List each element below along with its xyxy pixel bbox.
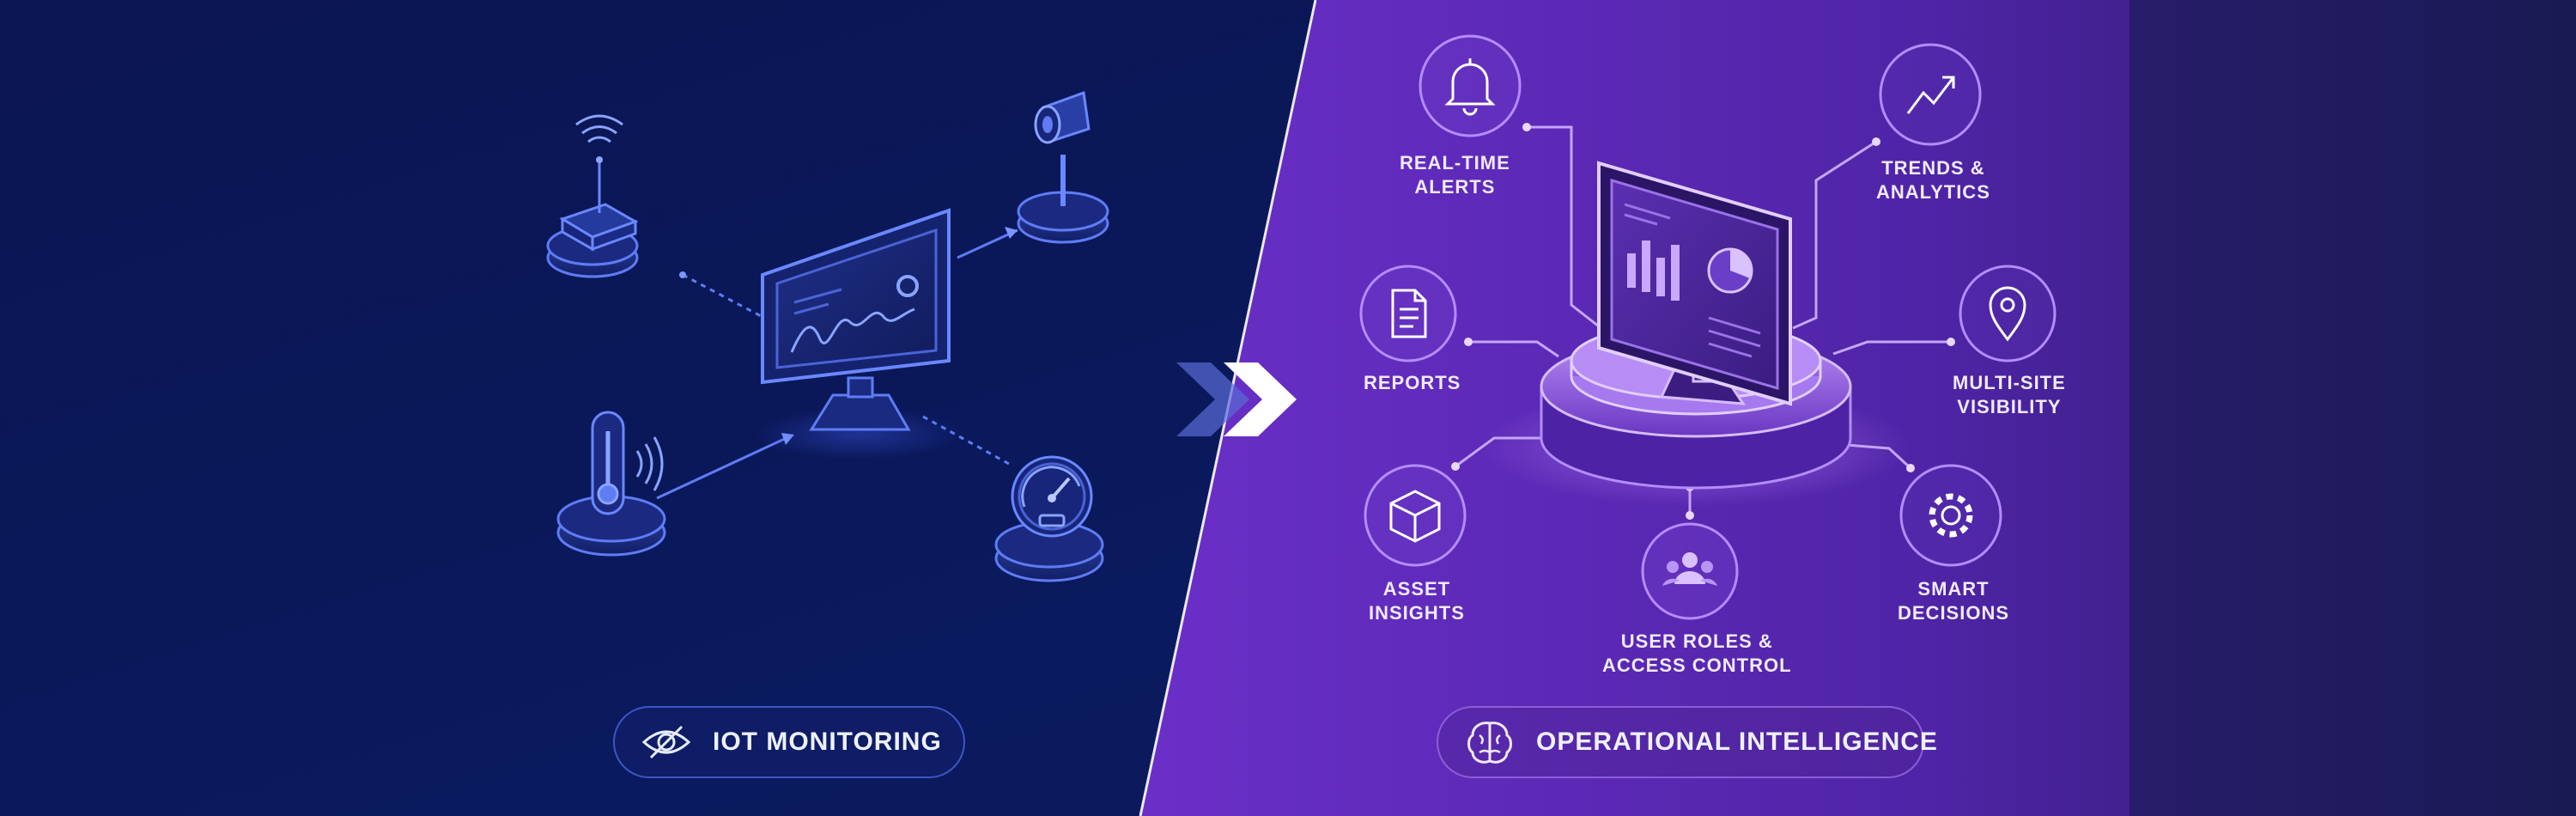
location-pin-icon <box>1959 265 2057 362</box>
feature-label-line: ANALYTICS <box>1876 181 1990 203</box>
feature-label-line: ALERTS <box>1414 176 1496 198</box>
cube-icon <box>1364 464 1467 567</box>
document-icon <box>1359 265 1457 362</box>
feature-label-line: USER ROLES & <box>1620 630 1773 652</box>
iot-monitoring-diagram <box>546 90 1109 582</box>
feature-label-line: ACCESS CONTROL <box>1602 655 1792 676</box>
feature-label-line: REAL-TIME <box>1400 152 1510 174</box>
users-icon <box>1641 522 1739 620</box>
chevron-right-double-icon <box>1176 362 1297 436</box>
monitor-icon <box>756 208 962 460</box>
router-icon <box>546 114 639 278</box>
operational-intelligence-title: OPERATIONAL INTELLIGENCE <box>1536 728 1938 756</box>
right-edge-shade <box>2129 0 2576 816</box>
feature-label-line: MULTI-SITE <box>1953 372 2066 393</box>
thermometer-icon <box>556 411 666 557</box>
iot-monitoring-title: IOT MONITORING <box>713 728 942 756</box>
iot-monitoring-label: IOT MONITORING <box>613 706 965 778</box>
feature-label-reports: REPORTS <box>1364 371 1461 395</box>
feature-label-multi-site-visibility: MULTI-SITE VISIBILITY <box>1953 371 2066 419</box>
feature-label-line: SMART <box>1917 578 1990 600</box>
operational-intelligence-diagram <box>1359 34 2057 620</box>
feature-label-line: INSIGHTS <box>1369 602 1465 624</box>
feature-label-line: DECISIONS <box>1898 602 2010 624</box>
dashboard-monitor-icon <box>1597 161 1792 406</box>
brain-icon <box>1467 722 1512 764</box>
feature-label-trends-analytics: TRENDS & ANALYTICS <box>1876 156 1990 204</box>
camera-icon <box>1017 90 1109 244</box>
bell-icon <box>1419 34 1522 137</box>
feature-label-line: ASSET <box>1382 578 1451 600</box>
feature-label-smart-decisions: SMART DECISIONS <box>1898 577 2009 625</box>
feature-label-line: REPORTS <box>1364 372 1461 393</box>
feature-label-line: VISIBILITY <box>1957 396 2062 417</box>
gear-icon <box>1899 464 2002 567</box>
eye-icon <box>641 725 691 759</box>
feature-label-asset-insights: ASSET INSIGHTS <box>1369 577 1465 625</box>
trend-up-icon <box>1879 43 1982 146</box>
gauge-icon <box>994 455 1104 582</box>
feature-label-real-time-alerts: REAL-TIME ALERTS <box>1400 151 1510 199</box>
operational-intelligence-label: OPERATIONAL INTELLIGENCE <box>1437 706 1937 778</box>
feature-label-user-roles-access-control: USER ROLES & ACCESS CONTROL <box>1602 630 1792 678</box>
feature-label-line: TRENDS & <box>1881 157 1985 179</box>
